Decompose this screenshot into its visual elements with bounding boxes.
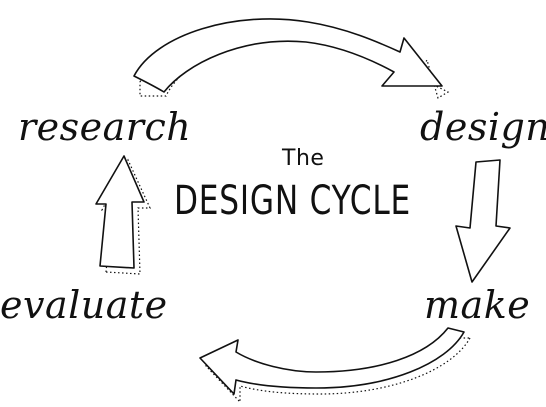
stage-label-make: make [424, 283, 531, 327]
arrow-left [95, 155, 145, 269]
diagram-title: DESIGN CYCLE [174, 178, 412, 224]
arrow-right [455, 159, 511, 283]
diagram-title-the: The [282, 146, 325, 171]
stage-label-evaluate: evaluate [0, 283, 168, 327]
arrow-left-shadow [101, 158, 151, 275]
arrow-top [133, 18, 443, 93]
stage-label-design: design [420, 105, 546, 149]
arrow-bottom [199, 327, 465, 395]
arrow-bottom-shadow [204, 337, 472, 404]
stage-label-research: research [18, 105, 192, 149]
